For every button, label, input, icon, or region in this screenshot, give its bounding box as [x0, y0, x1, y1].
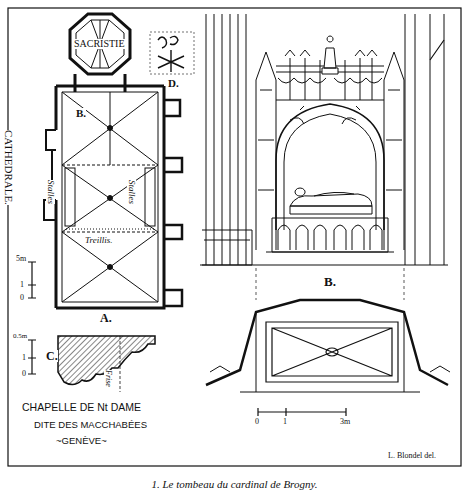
scale-number: 5m: [16, 255, 26, 263]
building-name: CATHEDRALE.: [3, 130, 14, 205]
tomb-elevation: [200, 14, 448, 265]
furniture-name: Stalles: [46, 180, 55, 204]
title-line: CHAPELLE DE Nt DAME: [22, 402, 141, 413]
title-line: DITE DES MACCHABÉES: [34, 420, 147, 430]
frame: [8, 8, 461, 466]
scale-number: 0: [20, 294, 24, 302]
scale-number: 1: [283, 418, 287, 426]
caption: 1. Le tombeau du cardinal de Brogny.: [0, 478, 469, 490]
tomb-plan: [206, 300, 450, 392]
scale-number: 3m: [340, 418, 350, 426]
frieze-profile: [58, 336, 155, 392]
figure-letter: B.: [324, 275, 336, 288]
figure-letter: D.: [168, 78, 179, 89]
figure-letter: B.: [76, 108, 86, 119]
scale-number: 1: [20, 281, 24, 289]
signature: L. Blondel del.: [388, 452, 436, 460]
furniture-name: Treillis.: [85, 236, 112, 245]
furniture-name: Stalles: [127, 180, 136, 204]
figure-letter: A.: [100, 312, 112, 324]
scale-bar: [258, 408, 346, 416]
part-name: Frise: [104, 370, 112, 387]
room-name: SACRISTIE: [74, 39, 125, 49]
figure-letter: C.: [46, 350, 58, 362]
projection-line: [256, 268, 404, 300]
title-line: ~GENÈVE~: [56, 436, 107, 446]
scale-number: 0: [255, 418, 259, 426]
scale-bar: [28, 262, 36, 374]
monogram: [150, 32, 194, 74]
scale-number: 0.5m: [13, 333, 27, 340]
scale-number: 0: [22, 370, 26, 378]
scale-number: 1: [22, 354, 26, 362]
